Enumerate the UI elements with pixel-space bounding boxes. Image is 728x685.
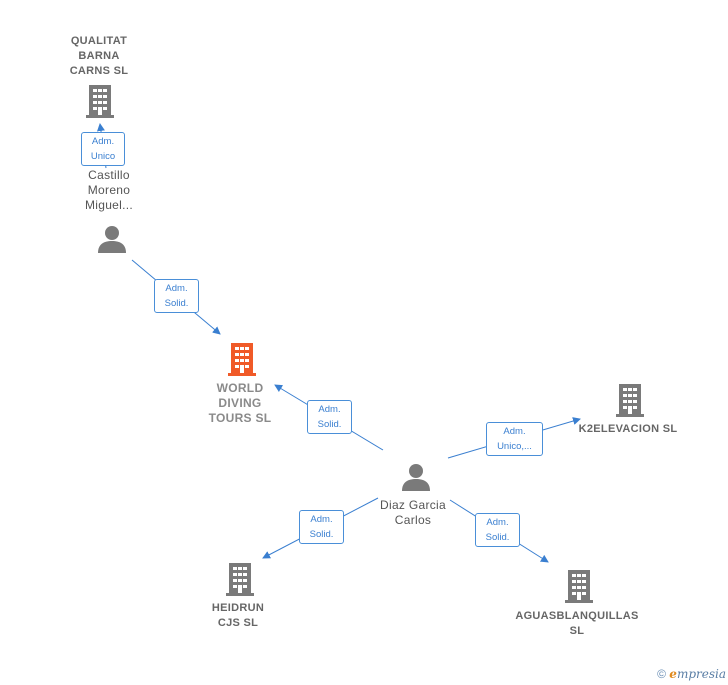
company-label-qualitat[interactable]: QUALITAT BARNA CARNS SL bbox=[69, 35, 129, 77]
company-label-heidrun[interactable]: HEIDRUN CJS SL bbox=[211, 602, 265, 629]
building-icon[interactable] bbox=[85, 84, 115, 118]
building-icon[interactable] bbox=[615, 383, 645, 417]
relation-badge-diaz-heidrun[interactable]: Adm. Solid. bbox=[299, 510, 344, 544]
brand-logo: empresia bbox=[669, 667, 726, 681]
building-icon[interactable] bbox=[225, 562, 255, 596]
relation-badge-diaz-k2elevacion[interactable]: Adm. Unico,... bbox=[486, 422, 543, 456]
footer-brand: © empresia bbox=[657, 667, 726, 681]
company-label-k2elevacion[interactable]: K2ELEVACION SL bbox=[578, 423, 678, 435]
person-icon[interactable] bbox=[401, 462, 431, 492]
person-label-diaz[interactable]: Diaz Garcia Carlos bbox=[380, 498, 446, 527]
company-label-world-diving[interactable]: WORLD DIVING TOURS SL bbox=[208, 381, 272, 425]
relation-badge-castillo-world-diving[interactable]: Adm. Solid. bbox=[154, 279, 199, 313]
person-icon[interactable] bbox=[97, 224, 127, 254]
person-label-castillo[interactable]: Castillo Moreno Miguel... bbox=[84, 168, 134, 212]
relation-badge-diaz-world-diving[interactable]: Adm. Solid. bbox=[307, 400, 352, 434]
relation-badge-castillo-qualitat[interactable]: Adm. Unico bbox=[81, 132, 125, 166]
building-icon-highlight[interactable] bbox=[227, 342, 257, 376]
relation-badge-diaz-aguasblanquillas[interactable]: Adm. Solid. bbox=[475, 513, 520, 547]
company-label-aguasblanquillas[interactable]: AGUASBLANQUILLAS SL bbox=[515, 610, 639, 637]
building-icon[interactable] bbox=[564, 569, 594, 603]
copyright-symbol: © bbox=[657, 667, 666, 681]
